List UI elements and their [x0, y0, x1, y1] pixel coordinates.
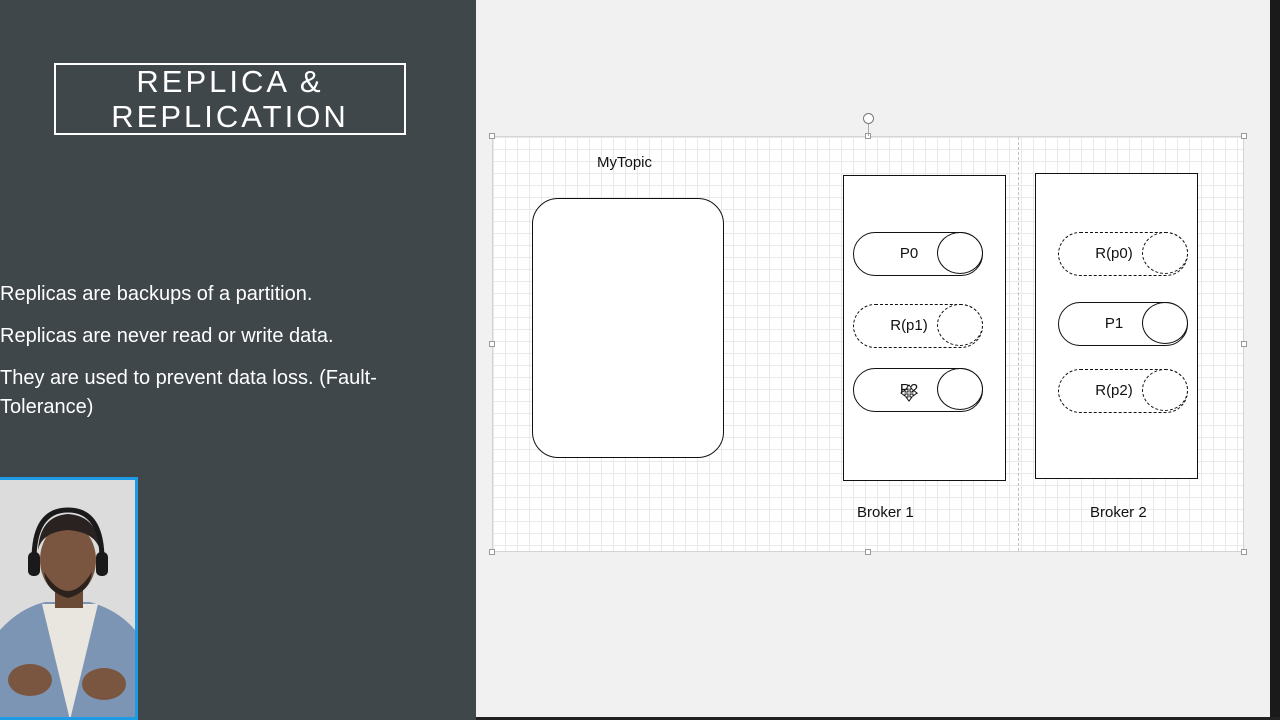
resize-handle-bottom-right[interactable]	[1241, 549, 1247, 555]
broker-2-label: Broker 2	[1090, 504, 1147, 521]
partition-pill[interactable]: P0	[853, 232, 983, 276]
move-cursor-icon	[900, 384, 918, 402]
topic-box[interactable]	[532, 198, 724, 458]
resize-handle-bottom-middle[interactable]	[865, 549, 871, 555]
replica-pill[interactable]: R(p2)	[1058, 369, 1188, 413]
bullet-item: Replicas are never read or write data.	[0, 325, 334, 347]
topic-label: MyTopic	[597, 154, 653, 171]
bullet-list: Replicas are backups of a partition. Rep…	[0, 280, 440, 435]
partition-label: P1	[1104, 315, 1124, 332]
partition-label: R(p2)	[1095, 382, 1133, 399]
slide-title-line-1: REPLICA &	[136, 64, 324, 99]
slide-title: REPLICA & REPLICATION	[54, 63, 406, 135]
bullet-item: They are used to prevent data loss. (Fau…	[0, 367, 377, 418]
resize-handle-top-left[interactable]	[489, 133, 495, 139]
rotate-handle-icon[interactable]	[863, 113, 874, 124]
slide-title-line-2: REPLICATION	[111, 99, 349, 134]
presenter-video	[0, 480, 135, 717]
window-edge	[1270, 0, 1280, 720]
canvas-divider	[1018, 137, 1019, 551]
partition-label: R(p1)	[890, 317, 928, 334]
partition-cap	[937, 368, 983, 410]
broker-1-label: Broker 1	[857, 504, 914, 521]
partition-cap	[1142, 232, 1188, 274]
resize-handle-bottom-left[interactable]	[489, 549, 495, 555]
bullet-item: Replicas are backups of a partition.	[0, 283, 313, 305]
partition-cap	[937, 232, 983, 274]
replica-pill[interactable]: R(p0)	[1058, 232, 1188, 276]
partition-pill[interactable]: P1	[1058, 302, 1188, 346]
partition-cap	[1142, 369, 1188, 411]
rotate-connector	[868, 124, 869, 136]
resize-handle-middle-left[interactable]	[489, 341, 495, 347]
window-bottom-edge	[476, 717, 1280, 720]
resize-handle-middle-right[interactable]	[1241, 341, 1247, 347]
webcam-overlay	[0, 477, 138, 720]
resize-handle-top-right[interactable]	[1241, 133, 1247, 139]
partition-label: R(p0)	[1095, 245, 1133, 262]
partition-cap	[1142, 302, 1188, 344]
partition-label: P0	[899, 245, 919, 262]
replica-pill[interactable]: R(p1)	[853, 304, 983, 348]
partition-pill[interactable]: P2	[853, 368, 983, 412]
partition-cap	[937, 304, 983, 346]
